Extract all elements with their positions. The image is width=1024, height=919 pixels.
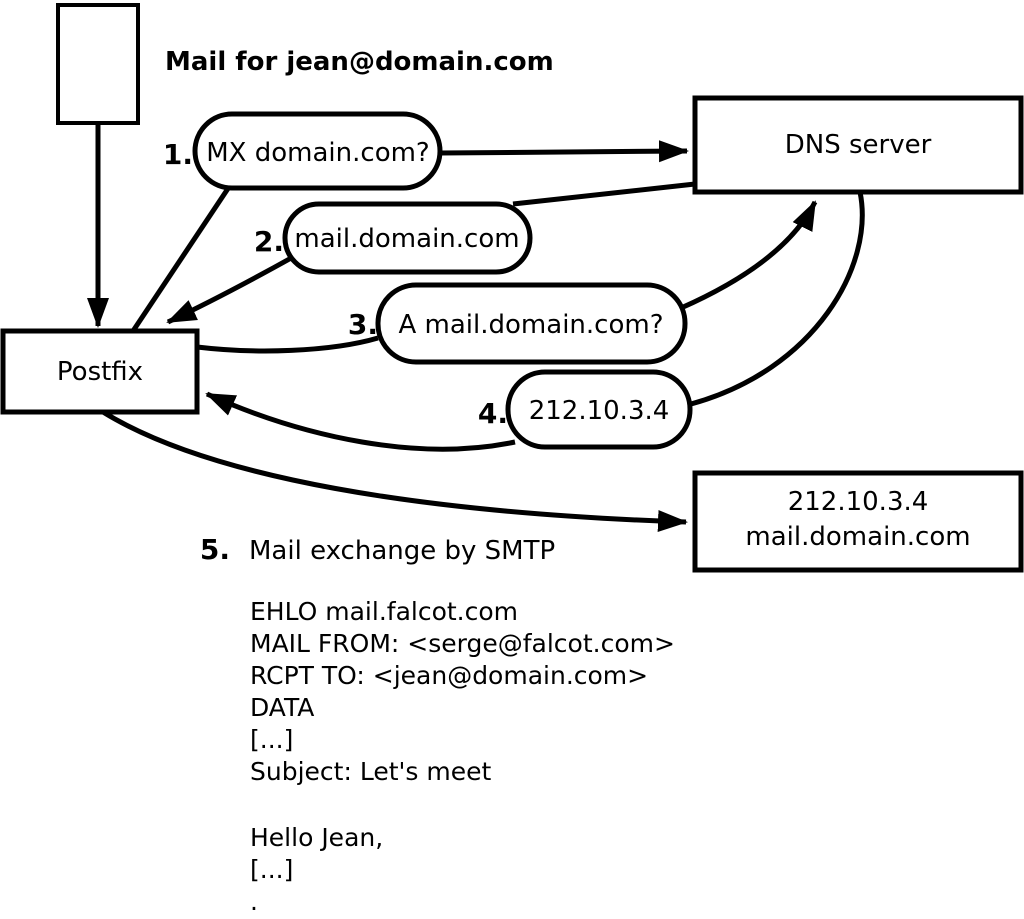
arrow-answer-a-to-postfix	[205, 391, 516, 452]
line-dns-to-answer-a	[690, 191, 865, 407]
step-5-number: 5.	[200, 533, 230, 566]
smtp-line: [...]	[250, 855, 293, 884]
mail-host-node	[692, 470, 1024, 573]
smtp-line: [...]	[250, 725, 293, 754]
dns-server-label: DNS server	[785, 130, 932, 160]
smtp-line: MAIL FROM: <serge@falcot.com>	[250, 629, 675, 658]
smtp-session-block: EHLO mail.falcot.com MAIL FROM: <serge@f…	[250, 597, 675, 916]
query-a-label: A mail.domain.com?	[399, 310, 664, 340]
step-3-number: 3.	[348, 308, 378, 341]
answer-a-pill	[505, 369, 693, 450]
postfix-label: Postfix	[57, 357, 143, 387]
mail-host-ip: 212.10.3.4	[788, 487, 929, 517]
smtp-line: Subject: Let's meet	[250, 757, 491, 786]
postfix-node	[0, 328, 200, 415]
step-4-number: 4.	[478, 397, 508, 430]
envelope-node	[56, 3, 140, 125]
arrow-postfix-to-mail-host	[101, 409, 688, 533]
line-dns-to-answer-mx	[512, 181, 696, 207]
mail-host-hostname: mail.domain.com	[745, 522, 970, 552]
smtp-line: .	[250, 887, 258, 916]
arrow-answer-mx-to-postfix	[166, 254, 295, 325]
smtp-line: Hello Jean,	[250, 823, 383, 852]
smtp-line: DATA	[250, 693, 314, 722]
query-a-pill	[375, 282, 688, 365]
query-mx-pill	[192, 111, 443, 191]
line-postfix-to-query-mx	[130, 185, 232, 333]
line-postfix-to-query-a	[196, 335, 379, 354]
arrow-query-a-to-dns	[679, 200, 818, 311]
mail-for-note: Mail for jean@domain.com	[165, 47, 554, 77]
answer-a-label: 212.10.3.4	[529, 396, 670, 426]
smtp-line: RCPT TO: <jean@domain.com>	[250, 661, 648, 690]
step-5-label: Mail exchange by SMTP	[249, 536, 555, 566]
dns-server-node	[692, 95, 1024, 195]
answer-mx-label: mail.domain.com	[294, 224, 519, 254]
smtp-line: EHLO mail.falcot.com	[250, 597, 518, 626]
answer-mx-pill	[282, 201, 533, 275]
step-1-number: 1.	[163, 138, 193, 171]
step-2-number: 2.	[254, 225, 284, 258]
arrow-query-mx-to-dns	[439, 140, 689, 163]
query-mx-label: MX domain.com?	[206, 138, 429, 168]
